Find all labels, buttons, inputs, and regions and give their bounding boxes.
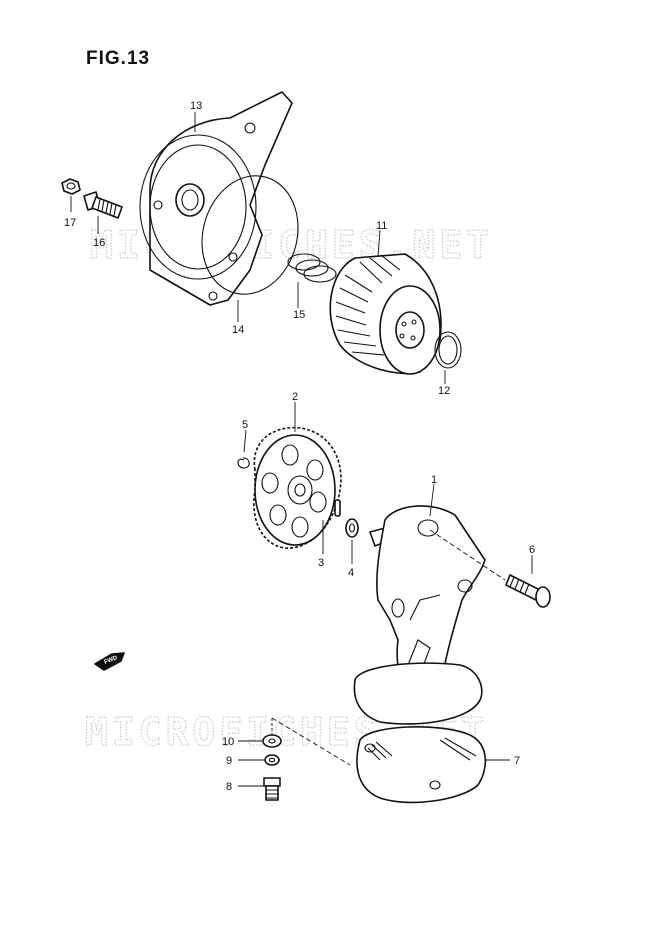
callout-11: 11 (376, 220, 387, 232)
part-17-nut (61, 178, 81, 195)
part-15-spring (287, 253, 337, 283)
part-1-oil-pump (369, 505, 486, 701)
callout-15: 15 (293, 309, 305, 321)
leader-lines (70, 112, 533, 787)
part-6-bolt (505, 574, 551, 608)
callout-10: 10 (222, 736, 234, 748)
callout-numbers: 13 17 16 14 15 11 12 2 5 3 4 1 6 7 10 9 … (64, 100, 535, 793)
callout-1: 1 (431, 474, 437, 486)
part-8-bolt (263, 777, 281, 801)
part-5-clip (237, 457, 250, 469)
callout-12: 12 (438, 385, 450, 397)
part-16-bolt (83, 191, 123, 219)
part-9-lock-washer (264, 754, 280, 766)
callout-7: 7 (514, 755, 520, 767)
part-7-strainer (353, 662, 487, 804)
part-14-o-ring (201, 175, 299, 295)
callout-6: 6 (529, 544, 535, 556)
callout-5: 5 (242, 419, 248, 431)
part-11-oil-filter (329, 253, 442, 375)
callout-3: 3 (318, 557, 324, 569)
callout-2: 2 (292, 391, 298, 403)
part-3-pin (334, 499, 341, 517)
part-2-gear (253, 426, 342, 549)
part-10-washer (262, 734, 282, 748)
fwd-label: FWD (104, 655, 120, 666)
part-4-washer (345, 518, 359, 538)
callout-4: 4 (348, 567, 354, 579)
callout-16: 16 (93, 237, 105, 249)
callout-17: 17 (64, 217, 76, 229)
part-13-filter-cover (139, 91, 293, 306)
callout-14: 14 (232, 324, 244, 336)
callout-13: 13 (190, 100, 202, 112)
callout-8: 8 (226, 781, 232, 793)
fwd-direction-arrow: FWD (94, 652, 125, 671)
callout-9: 9 (226, 755, 232, 767)
part-12-o-ring (434, 331, 462, 369)
figure-title: FIG.13 (86, 48, 151, 69)
